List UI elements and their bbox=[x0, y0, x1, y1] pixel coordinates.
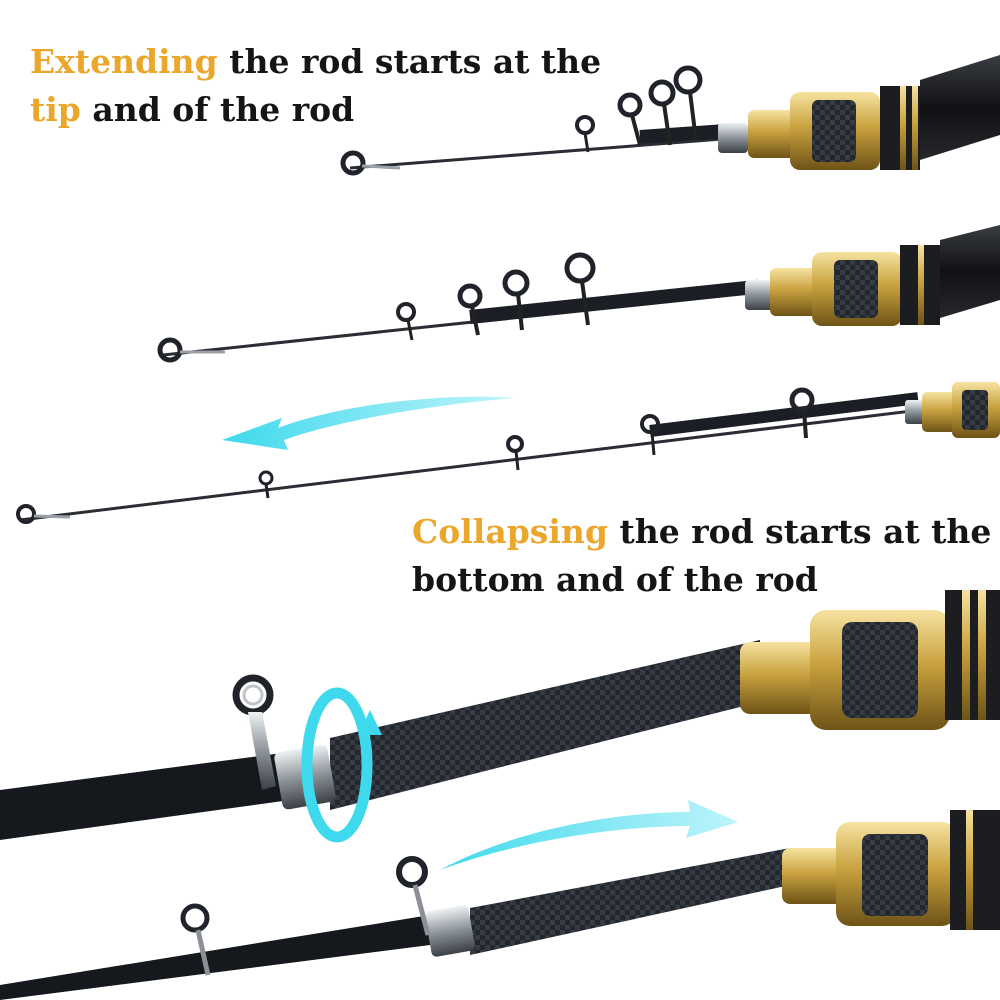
reel-seat bbox=[905, 382, 1000, 438]
caption-text: the rod starts at the bbox=[608, 512, 992, 551]
reel-seat bbox=[782, 810, 1000, 930]
rod-closeup-collapsed bbox=[0, 810, 1000, 1000]
rod-guide-ring-icon bbox=[180, 856, 431, 976]
rod-extended-short bbox=[340, 55, 1000, 176]
rod-guide-ring-icon bbox=[340, 65, 703, 176]
caption-highlight: Extending bbox=[30, 42, 218, 81]
caption-extending-line-2: tip and of the rod bbox=[30, 86, 601, 134]
caption-collapsing: Collapsing the rod starts at the bottom … bbox=[412, 508, 991, 604]
curved-arrow-left-icon bbox=[222, 396, 515, 450]
caption-extending: Extending the rod starts at the tip and … bbox=[30, 38, 601, 134]
caption-text: and of the rod bbox=[80, 90, 355, 129]
caption-highlight: Collapsing bbox=[412, 512, 608, 551]
rod-extended-medium bbox=[157, 225, 1000, 363]
caption-text: the rod starts at the bbox=[217, 42, 602, 81]
caption-collapsing-line-2: bottom and of the rod bbox=[412, 556, 991, 604]
reel-seat bbox=[748, 55, 1000, 170]
reel-seat bbox=[770, 225, 1000, 326]
curved-arrow-right-icon bbox=[440, 800, 738, 870]
rod-closeup-collapsing bbox=[0, 590, 1000, 840]
caption-extending-line-1: Extending the rod starts at the bbox=[30, 38, 601, 86]
rotation-arrow-icon bbox=[301, 687, 382, 843]
caption-highlight: tip bbox=[30, 90, 81, 129]
rod-guide-ring-icon bbox=[232, 674, 276, 790]
reel-seat bbox=[740, 590, 1000, 730]
rod-guide-ring-icon bbox=[16, 387, 815, 524]
caption-collapsing-line-1: Collapsing the rod starts at the bbox=[412, 508, 991, 556]
rod-guide-ring-icon bbox=[157, 252, 596, 363]
rod-extended-full bbox=[16, 382, 1000, 524]
caption-text: bottom and of the rod bbox=[412, 560, 818, 599]
